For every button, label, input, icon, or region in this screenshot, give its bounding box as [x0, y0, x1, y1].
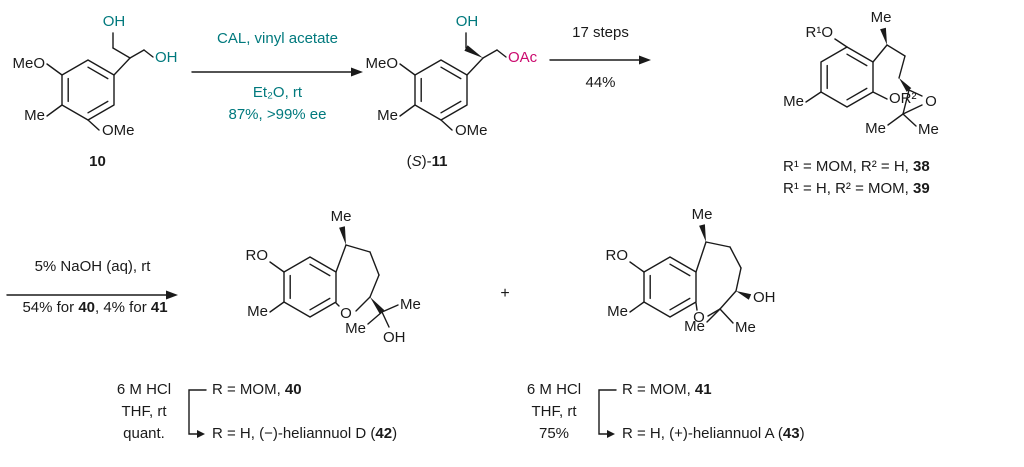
product-label-43: R = H, (+)-heliannuol A (43) — [622, 425, 805, 442]
arrowhead-icon — [166, 290, 178, 300]
hcl-conditions-left-line1: 6 M HCl — [116, 381, 172, 398]
atom-label-me-gem1: Me — [684, 318, 705, 335]
reaction-yield-ee: 87%, >99% ee — [228, 106, 327, 123]
atom-label-me-gem2: Me — [345, 320, 366, 337]
bond-lines — [269, 226, 399, 328]
atom-label-ro: RO — [606, 247, 629, 264]
atom-label-oh-side: OH — [155, 49, 178, 66]
atom-label-me: Me — [24, 107, 45, 124]
reaction-arrow-1 — [191, 67, 363, 77]
reaction-conditions-line2: Et₂O, rt — [252, 84, 303, 101]
yield-label: 44% — [585, 74, 616, 91]
hcl-conditions-left-line2: THF, rt — [121, 403, 167, 420]
atom-label-ome: OMe — [102, 122, 135, 139]
hcl-yield-right: 75% — [538, 425, 570, 442]
atom-label-ome: OMe — [455, 122, 488, 139]
atom-label-me-stereo: Me — [692, 206, 713, 223]
atom-label-or2: OR² — [889, 90, 917, 107]
atom-label-ring-o: O — [693, 309, 705, 326]
arrowhead-icon — [639, 55, 651, 65]
atom-label-oh: OH — [753, 289, 776, 306]
reaction-arrow-3 — [6, 290, 178, 300]
plus-sign: + — [500, 285, 510, 302]
stereo-wedge-bond — [699, 224, 706, 242]
product-label-42: R = H, (−)-heliannuol D (42) — [212, 425, 398, 442]
bond-lines — [46, 32, 154, 131]
structure-compound-11: OH OAc MeO Me OMe — [365, 13, 538, 139]
atom-label-oh: OH — [383, 329, 406, 346]
reaction-arrow-2 — [549, 55, 651, 65]
bond-lines — [399, 32, 507, 131]
assignment-38: R¹ = MOM, R² = H, 38 — [783, 158, 930, 175]
assignment-39: R¹ = H, R² = MOM, 39 — [783, 180, 930, 197]
atom-label-me-aryl: Me — [783, 93, 804, 110]
atom-label-me-gem2: Me — [735, 319, 756, 336]
atom-label-epoxide-o: O — [925, 93, 937, 110]
atom-label-ring-o: O — [340, 305, 352, 322]
structure-compound-38-39: R¹O Me Me OR² O Me Me — [783, 9, 939, 138]
arrowhead-icon — [351, 67, 363, 77]
reaction-conditions-line1: CAL, vinyl acetate — [217, 30, 338, 47]
atom-label-me-stereo: Me — [871, 9, 892, 26]
structure-compound-40: RO Me Me O Me Me OH — [246, 208, 421, 346]
stereo-wedge-bond — [736, 291, 752, 300]
atom-label-oh-top: OH — [456, 13, 479, 30]
atom-label-me-gem1: Me — [400, 296, 421, 313]
steps-label: 17 steps — [572, 24, 629, 41]
atom-label-r1o: R¹O — [806, 24, 834, 41]
hcl-conditions-right-line1: 6 M HCl — [526, 381, 582, 398]
atom-label-me-gem2: Me — [918, 121, 939, 138]
compound-number-10: 10 — [89, 153, 106, 170]
hcl-yield-left: quant. — [123, 425, 165, 442]
from-label-41: R = MOM, 41 — [622, 381, 712, 398]
hcl-conditions-right-line2: THF, rt — [531, 403, 577, 420]
atom-label-oac: OAc — [508, 49, 538, 66]
stereo-wedge-bond — [880, 27, 887, 45]
atom-label-me-stereo: Me — [331, 208, 352, 225]
structure-compound-41: RO Me Me O OH Me Me — [606, 206, 776, 336]
stereo-wedge-bond — [339, 226, 346, 245]
transformation-bracket-left — [188, 389, 207, 438]
atom-label-me-aryl: Me — [607, 303, 628, 320]
atom-label-ro: RO — [246, 247, 269, 264]
naoh-yields: 54% for 40, 4% for 41 — [22, 299, 168, 316]
atom-label-oh-top: OH — [103, 13, 126, 30]
compound-number-11: (S)-11 — [406, 153, 448, 170]
stereo-wedge-bond — [464, 45, 483, 58]
atom-label-me-aryl: Me — [247, 303, 268, 320]
atom-label-me: Me — [377, 107, 398, 124]
bond-lines — [629, 224, 752, 324]
from-label-40: R = MOM, 40 — [212, 381, 302, 398]
transformation-bracket-right — [598, 389, 617, 438]
atom-label-meo: MeO — [365, 55, 398, 72]
naoh-conditions: 5% NaOH (aq), rt — [34, 258, 151, 275]
stereo-wedge-bond — [370, 297, 385, 314]
stereo-wedge-bond — [899, 78, 912, 92]
structure-compound-10: OH OH MeO Me OMe — [12, 13, 178, 139]
bond-lines — [805, 27, 923, 127]
atom-label-me-gem1: Me — [865, 120, 886, 137]
arrowhead-icon — [197, 430, 205, 438]
atom-label-meo: MeO — [12, 55, 45, 72]
arrowhead-icon — [607, 430, 615, 438]
